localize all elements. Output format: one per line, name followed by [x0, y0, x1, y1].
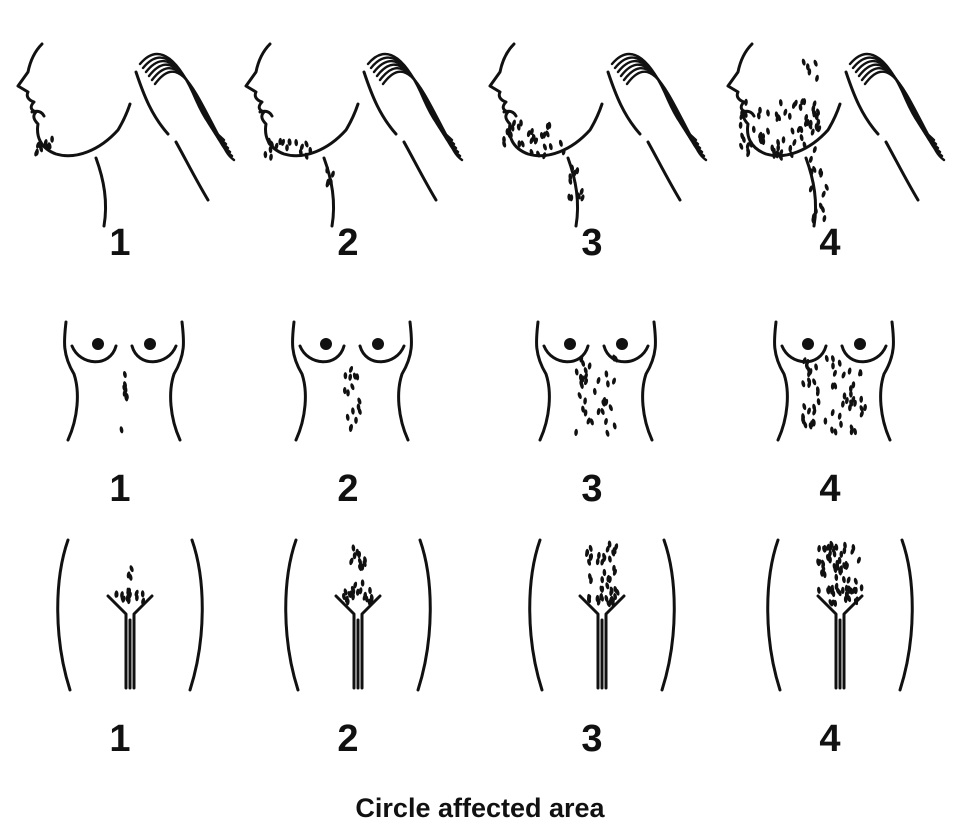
- chin-figure-grade-4: [728, 44, 944, 226]
- chin-figure-grade-1: [18, 44, 234, 226]
- chest-figure-grade-3: [536, 322, 655, 440]
- chest-figure-grade-4: [774, 322, 893, 440]
- lower-abdomen-score-label-2: 2: [337, 720, 358, 758]
- chest-score-label-1: 1: [109, 470, 130, 508]
- chest-score-label-2: 2: [337, 470, 358, 508]
- abdomen-figure-grade-2: [286, 540, 431, 690]
- chin-score-label-2: 2: [337, 224, 358, 262]
- abdomen-figure-grade-1: [58, 540, 203, 690]
- chin-score-label-3: 3: [581, 224, 602, 262]
- chest-score-label-3: 3: [581, 470, 602, 508]
- lower-abdomen-score-label-3: 3: [581, 720, 602, 758]
- chest-figure-grade-2: [292, 322, 411, 440]
- caption-circle-affected-area: Circle affected area: [0, 793, 960, 824]
- lower-abdomen-score-label-1: 1: [109, 720, 130, 758]
- chest-score-label-4: 4: [819, 470, 840, 508]
- abdomen-figure-grade-4: [768, 540, 913, 690]
- chest-figure-grade-1: [64, 322, 183, 440]
- chin-figure-grade-2: [246, 44, 462, 226]
- lower-abdomen-score-label-4: 4: [819, 720, 840, 758]
- chin-score-label-1: 1: [109, 224, 130, 262]
- abdomen-figure-grade-3: [530, 540, 675, 690]
- chin-score-label-4: 4: [819, 224, 840, 262]
- chin-figure-grade-3: [490, 44, 706, 226]
